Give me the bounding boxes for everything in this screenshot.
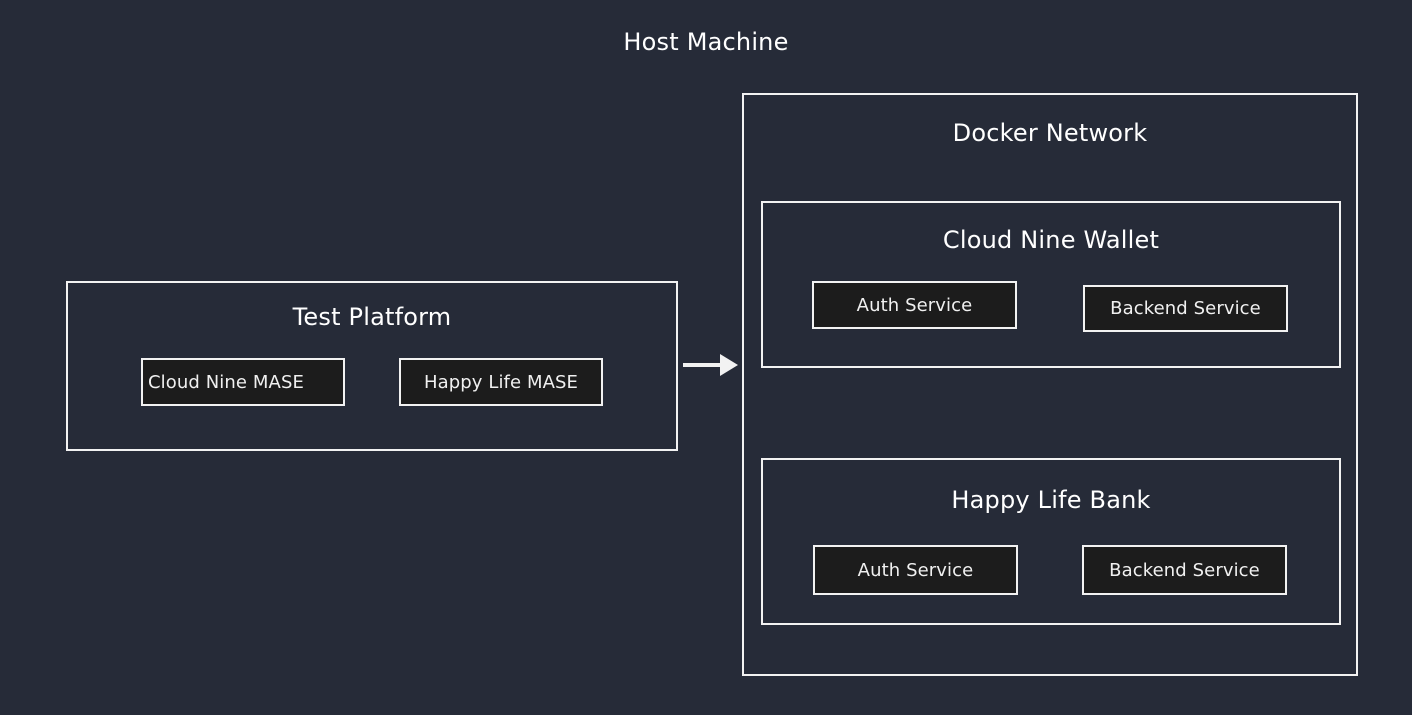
service-label-cloud-nine-mase: Cloud Nine MASE <box>148 371 304 393</box>
service-box-happy-life-bank-backend-service[interactable]: Backend Service <box>1082 545 1287 595</box>
group-test-platform: Test Platform <box>66 281 678 451</box>
group-title-test-platform: Test Platform <box>292 303 452 331</box>
group-title-cloud-nine-wallet: Cloud Nine Wallet <box>942 226 1160 254</box>
service-label-happy-life-mase: Happy Life MASE <box>423 371 579 393</box>
arrow-line <box>683 363 731 367</box>
diagram-title: Host Machine <box>623 28 789 56</box>
group-title-docker-network: Docker Network <box>952 119 1148 147</box>
service-box-cloud-nine-wallet-auth-service[interactable]: Auth Service <box>812 281 1017 329</box>
arrow-head-icon <box>720 354 738 376</box>
service-label-happy-life-bank-auth-service: Auth Service <box>857 559 974 581</box>
service-box-cloud-nine-wallet-backend-service[interactable]: Backend Service <box>1083 285 1288 332</box>
group-cloud-nine-wallet: Cloud Nine Wallet <box>761 201 1341 368</box>
group-happy-life-bank: Happy Life Bank <box>761 458 1341 625</box>
service-box-happy-life-bank-auth-service[interactable]: Auth Service <box>813 545 1018 595</box>
service-box-happy-life-mase[interactable]: Happy Life MASE <box>399 358 603 406</box>
service-label-happy-life-bank-backend-service: Backend Service <box>1109 559 1260 581</box>
service-box-cloud-nine-mase[interactable]: Cloud Nine MASE <box>141 358 345 406</box>
group-docker-network: Docker Network <box>742 93 1358 676</box>
service-label-cloud-nine-wallet-auth-service: Auth Service <box>856 294 973 316</box>
service-label-cloud-nine-wallet-backend-service: Backend Service <box>1110 298 1261 319</box>
group-title-happy-life-bank: Happy Life Bank <box>951 486 1151 514</box>
